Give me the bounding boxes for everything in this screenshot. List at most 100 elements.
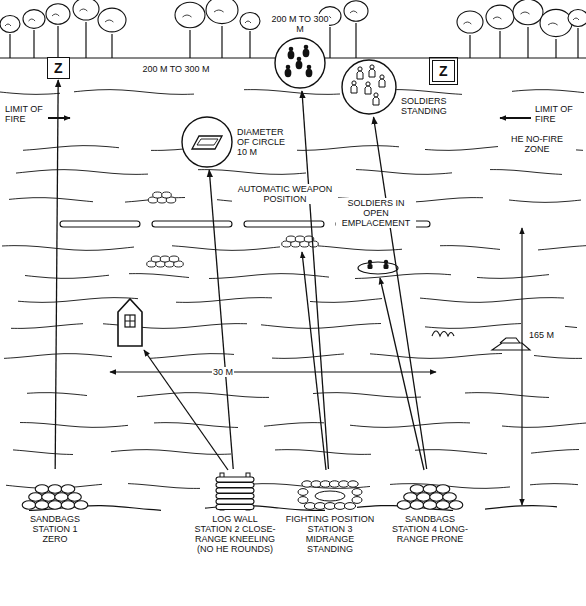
limit-of-fire-label: LIMIT OF FIRE [4,104,48,124]
tree-trunk [9,34,10,58]
soldier-head [368,260,372,264]
terrain-stroke [111,450,231,455]
target-label: 200 M TO 300 M [271,14,329,34]
fighting-pit [315,491,345,501]
sandbag [29,493,43,501]
tree-trunk [527,27,528,58]
terrain-stroke [485,506,557,510]
dimension-label: 165 M [528,330,570,340]
firing-station: LOG WALL STATION 2 CLOSE-RANGE KNEELING … [193,470,277,554]
terrain-stroke [125,198,185,203]
tree-crown [540,9,572,36]
terrain-stroke [272,354,344,358]
soldier-head [307,65,312,70]
tree-crown [240,13,260,30]
target-label: DIAMETER OF CIRCLE 10 M [237,127,297,157]
tree-foliage [493,17,501,19]
sandbag [404,493,418,501]
target-circle [182,117,232,167]
terrain-stroke [16,170,148,175]
terrain-stroke [318,246,402,251]
sandbag [68,493,82,501]
sandbag [298,497,308,504]
target-circle [180,115,234,169]
terrain-stroke [20,423,128,428]
terrain-stroke [370,354,502,359]
terrain-stroke [128,484,200,489]
tree-trunk [111,34,112,58]
soldier-head [358,67,362,71]
soldier-body [369,69,375,77]
station-picture [395,470,465,512]
sandbag [74,501,88,509]
tree-crown [0,16,20,33]
terrain-stroke [261,324,381,329]
tree-trunk [221,26,222,58]
station-label: SANDBAGS STATION 4 LONG-RANGE PRONE [390,514,470,544]
fire-arrow [55,80,58,469]
soldier-body [288,51,295,59]
tree-trunk [355,23,356,58]
terrain-stroke [27,393,87,396]
fire-arrow [302,91,328,469]
limit-of-fire-label: LIMIT OF FIRE [534,104,582,124]
vehicle-target [492,338,530,350]
sandbag [410,501,424,509]
target-circle-node: 200 M TO 300 M [271,14,329,90]
terrain-stroke [4,354,112,359]
station-picture [20,470,90,512]
tree-trunk [577,28,578,58]
terrain-stroke [538,246,586,250]
log [216,488,254,493]
soldier-head [297,57,302,62]
sandbag [55,493,69,501]
tree-foliage [521,12,530,14]
tree-crown [513,0,543,25]
terrain-stroke [275,450,371,455]
sandbag [348,481,358,487]
tree-trunk [85,22,86,58]
target-circle-node: SOLDIERS STANDING [340,58,459,116]
soldier-body [373,97,379,105]
tree-foliage [245,21,251,23]
terrain-stroke [0,92,60,94]
soldier-head [370,65,374,69]
sandbag [443,493,457,501]
soldier-head [374,93,378,97]
tree-crown [344,1,368,21]
soldier-head [352,81,356,85]
tree-crown [457,11,483,33]
soldier-head [384,260,388,264]
sandbag [397,501,411,509]
terrain-stroke [25,275,109,278]
terrain-stroke [477,275,549,279]
tree-trunk [249,31,250,58]
terrain-stroke [512,90,584,93]
sandbag [151,256,161,262]
firing-station: SANDBAGS STATION 1 ZERO [19,470,91,544]
terrain-stroke [11,324,83,329]
terrain-stroke [172,246,280,251]
terrain-stroke [390,90,462,95]
terrain-stroke [74,90,194,95]
terrain-stroke [465,393,549,398]
terrain-stroke [420,298,564,303]
terrain-stroke [565,326,577,327]
soldier-body [303,49,310,57]
soldier-body [368,264,373,269]
station-picture [200,470,270,512]
sandbag [48,485,62,493]
terrain-stroke [355,274,451,279]
tree-trunk [33,30,34,58]
terrain-stroke [2,246,134,251]
sandbag [423,485,437,493]
sandbag [160,256,170,262]
soldier-body [296,61,303,69]
sandbag [298,489,308,496]
terrain-stroke [350,423,470,428]
target-circle [340,58,398,116]
sandbag [35,485,49,493]
terrain-stroke [137,393,269,398]
terrain-stroke [356,170,452,175]
